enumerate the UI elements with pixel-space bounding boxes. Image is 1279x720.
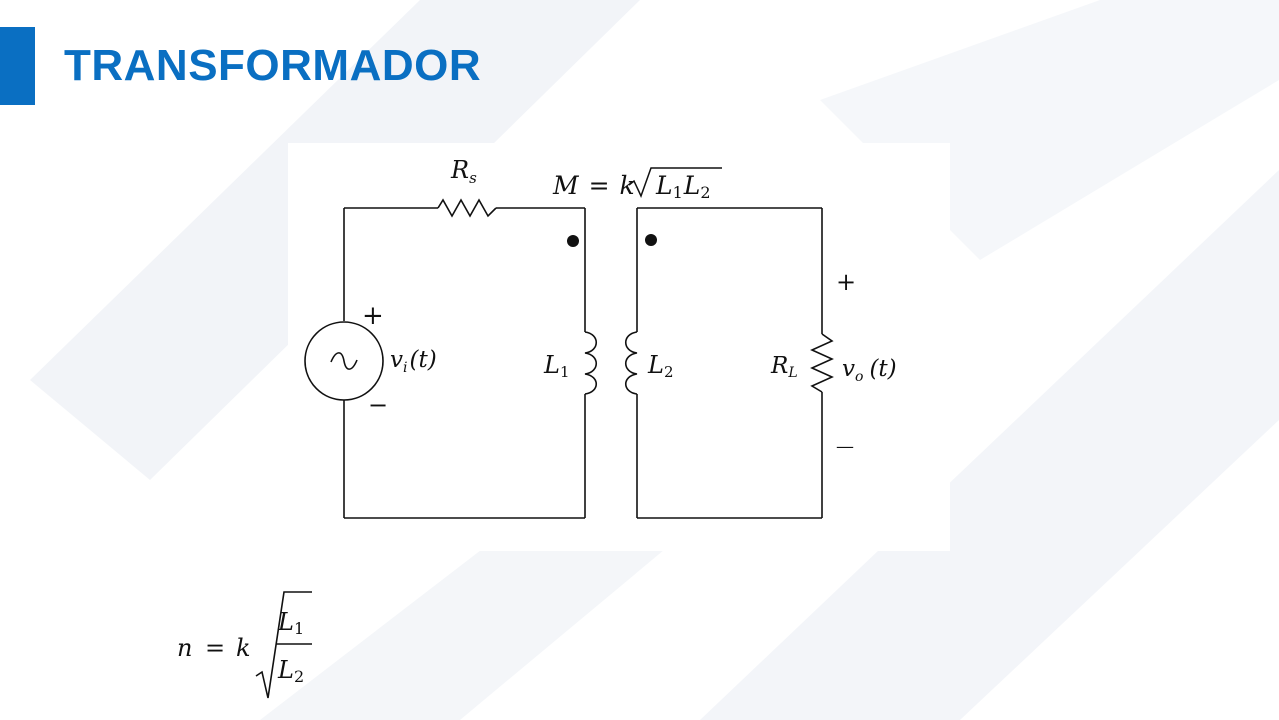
equation-den-sub: 2 <box>294 667 304 686</box>
l1-label: L1 <box>543 351 569 381</box>
equation-den-main: L <box>277 656 294 684</box>
page-title: TRANSFORMADOR <box>64 41 482 90</box>
turns-ratio-equation: n = k L1 L2 <box>177 591 312 699</box>
circuit-panel <box>288 143 950 551</box>
source-label: vi(t) <box>390 347 437 376</box>
equation-denominator: L2 <box>277 656 304 686</box>
rl-main: R <box>770 353 788 379</box>
equation-k: k <box>236 634 251 662</box>
rs-sub: s <box>469 169 477 187</box>
watermark-stripe <box>700 170 1279 720</box>
source-v: v <box>390 347 403 373</box>
equation-equals: = <box>205 634 225 662</box>
source-plus: + <box>362 301 384 331</box>
mutual-l2-sub: 2 <box>700 183 710 202</box>
mutual-radical <box>628 167 722 198</box>
output-v: v <box>842 356 855 382</box>
l1-sub: 1 <box>560 363 570 381</box>
equation-radical <box>255 591 312 699</box>
source-sub: i <box>403 360 407 376</box>
ac-source <box>304 321 384 401</box>
rl-sub: L <box>787 365 797 381</box>
mutual-l1-sub: 1 <box>673 183 683 202</box>
l1-coil <box>584 331 598 395</box>
mutual-l1: L <box>655 171 673 200</box>
l1-polarity-dot <box>567 235 579 247</box>
output-label: vo (t) <box>842 356 897 385</box>
mutual-inductance-label: M = k <box>552 171 635 200</box>
source-minus: − <box>368 391 388 419</box>
output-arg: (t) <box>869 356 896 382</box>
l2-main: L <box>647 351 664 379</box>
mutual-symbol: M <box>552 171 580 200</box>
equation-num-sub: 1 <box>294 619 304 638</box>
mutual-radicand: L1L2 <box>655 171 711 202</box>
output-sub: o <box>855 369 863 385</box>
l2-label: L2 <box>647 351 673 381</box>
mutual-l2: L <box>683 171 701 200</box>
l2-coil <box>624 331 638 395</box>
output-plus: + <box>836 268 856 296</box>
l2-polarity-dot <box>645 234 657 246</box>
source-arg: (t) <box>409 347 436 373</box>
rs-main: R <box>450 156 469 184</box>
title-accent-bar <box>0 27 35 105</box>
mutual-k: k <box>619 171 634 200</box>
rs-resistor <box>437 198 497 218</box>
rs-label: Rs <box>450 156 477 187</box>
rl-label: RL <box>770 353 798 381</box>
watermark-stripe <box>260 520 700 720</box>
l1-main: L <box>543 351 560 379</box>
l2-sub: 2 <box>664 363 674 381</box>
rl-resistor <box>810 333 834 393</box>
mutual-equals: = <box>589 171 610 200</box>
sine-wave-icon <box>330 352 358 370</box>
equation-lhs: n <box>177 634 192 662</box>
output-minus: — <box>836 436 854 457</box>
